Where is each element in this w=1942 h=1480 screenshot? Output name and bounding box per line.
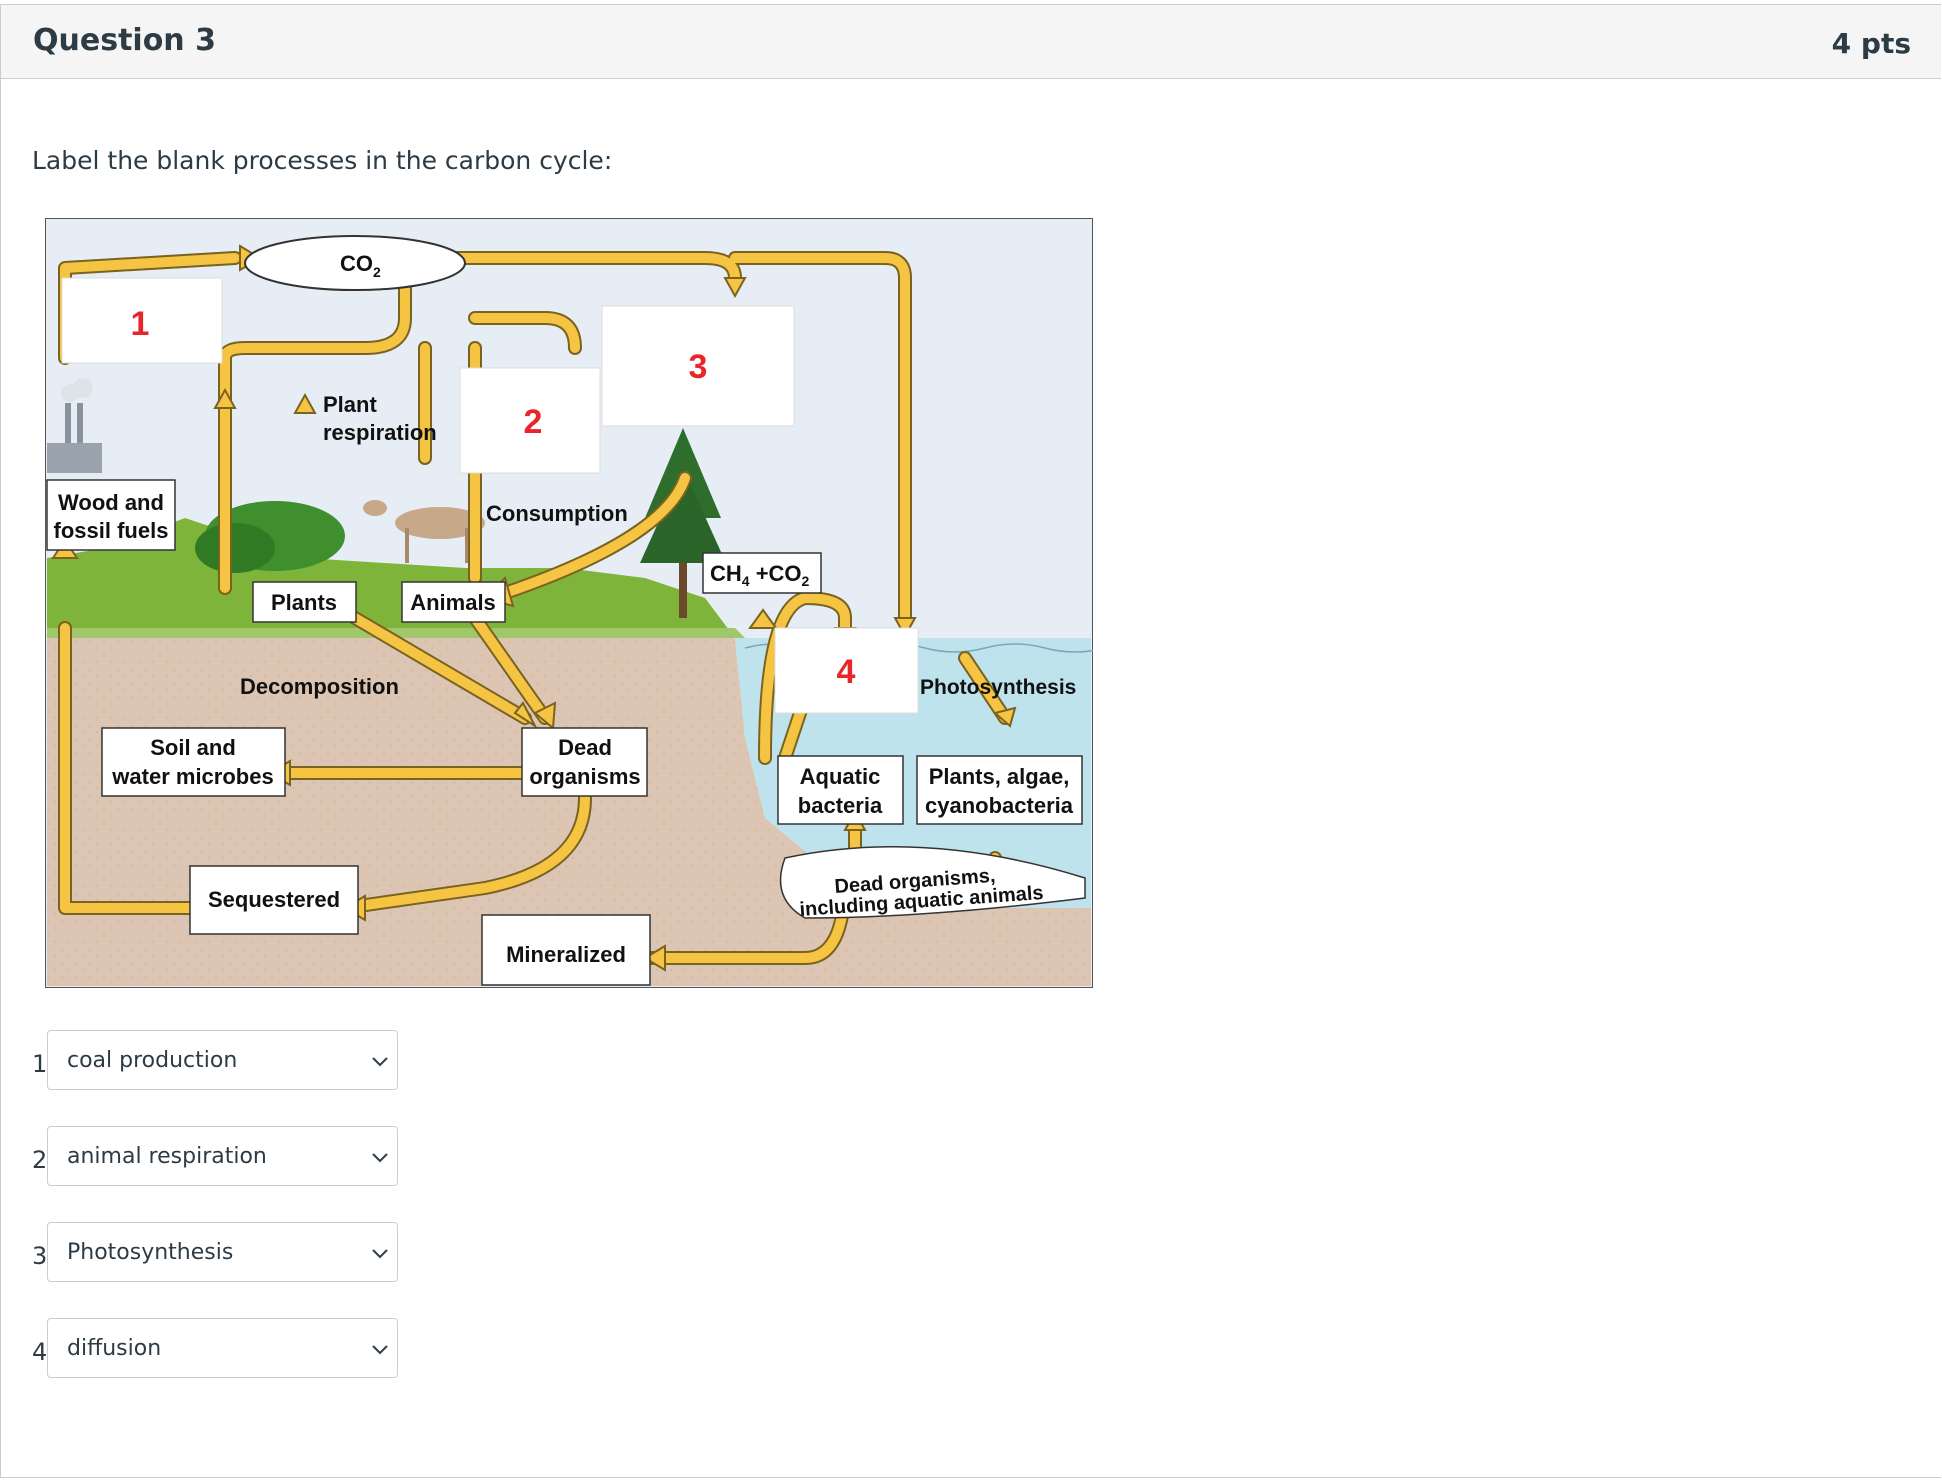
aquatic-bacteria-label-line1: Aquatic	[800, 764, 881, 789]
answer-select-4-value: diffusion	[67, 1336, 162, 1361]
consumption-label: Consumption	[486, 501, 628, 526]
sequestered-node	[189, 865, 359, 935]
wood-fuels-label-line2: fossil fuels	[54, 518, 169, 543]
answer-row-2: 2 animal respiration	[32, 1126, 412, 1186]
answer-select-2-value: animal respiration	[67, 1144, 267, 1169]
answer-number-2: 2	[32, 1146, 48, 1174]
soil-microbes-node	[101, 727, 286, 797]
blank-number-4: 4	[837, 653, 856, 691]
plants-algae-label-line1: Plants, algae,	[929, 764, 1070, 789]
answer-row-4: 4 diffusion	[32, 1318, 412, 1378]
chevron-down-icon	[372, 1057, 388, 1067]
plants-algae-node	[916, 755, 1083, 825]
answer-select-2[interactable]: animal respiration	[47, 1126, 398, 1186]
decomposition-label: Decomposition	[240, 674, 399, 699]
answer-select-3[interactable]: Photosynthesis	[47, 1222, 398, 1282]
plants-algae-label-line2: cyanobacteria	[925, 793, 1074, 818]
answer-select-1[interactable]: coal production	[47, 1030, 398, 1090]
co2-node	[244, 235, 466, 291]
chevron-down-icon	[372, 1249, 388, 1259]
question-title: Question 3	[33, 23, 216, 58]
factory-icon	[47, 378, 102, 473]
mineralized-node	[481, 914, 651, 986]
answer-number-3: 3	[32, 1242, 48, 1270]
plant-respiration-label-line2: respiration	[323, 420, 437, 445]
plants-bush-icon	[195, 501, 345, 573]
answer-select-4[interactable]: diffusion	[47, 1318, 398, 1378]
ch4-co2-node	[702, 552, 822, 594]
question-header: Question 3 4 pts	[1, 5, 1941, 79]
blank-box-1	[61, 277, 223, 364]
answer-row-3: 3 Photosynthesis	[32, 1222, 412, 1282]
dead-aquatic-node	[779, 846, 1086, 919]
wood-fuels-node	[46, 479, 176, 551]
ch4-co2-label: CH4 +CO2	[710, 561, 810, 589]
answer-row-1: 1 coal production	[32, 1030, 412, 1090]
mineralized-label: Mineralized	[506, 942, 626, 967]
blank-box-4	[774, 627, 919, 714]
blank-number-1: 1	[131, 305, 150, 343]
plants-node	[252, 581, 357, 623]
blank-box-2	[459, 367, 601, 474]
animals-label: Animals	[410, 590, 496, 615]
carbon-cycle-diagram: CO2 1 2 3 4 Plant respiration Wood and f…	[45, 218, 1093, 988]
answer-select-3-value: Photosynthesis	[67, 1240, 234, 1265]
blank-number-3: 3	[689, 348, 708, 386]
aquatic-bacteria-node	[777, 755, 904, 825]
plants-label: Plants	[271, 590, 337, 615]
plant-respiration-label-line1: Plant	[323, 392, 377, 417]
wood-fuels-label-line1: Wood and	[58, 490, 164, 515]
chevron-down-icon	[372, 1345, 388, 1355]
dead-organisms-node	[521, 727, 648, 797]
deer-icon	[363, 500, 485, 563]
co2-label: CO2	[340, 251, 381, 280]
dead-organisms-label-line1: Dead	[558, 735, 612, 760]
grass-edge	[47, 628, 745, 638]
soil-microbes-label-line1: Soil and	[150, 735, 236, 760]
answer-number-4: 4	[32, 1338, 48, 1366]
chevron-down-icon	[372, 1153, 388, 1163]
soil-microbes-label-line2: water microbes	[111, 764, 273, 789]
answer-select-1-value: coal production	[67, 1048, 238, 1073]
question-points: 4 pts	[1831, 27, 1911, 60]
blank-number-2: 2	[524, 403, 543, 441]
sequestered-label: Sequestered	[208, 887, 340, 912]
aquatic-bacteria-label-line2: bacteria	[798, 793, 883, 818]
answer-number-1: 1	[32, 1050, 48, 1078]
animals-node	[401, 581, 506, 623]
blank-box-3	[601, 305, 795, 427]
dead-organisms-label-line2: organisms	[529, 764, 640, 789]
carbon-cycle-svg: CO2 1 2 3 4 Plant respiration Wood and f…	[45, 218, 1093, 988]
question-prompt: Label the blank processes in the carbon …	[32, 146, 613, 175]
photosynthesis-label: Photosynthesis	[920, 676, 1076, 699]
